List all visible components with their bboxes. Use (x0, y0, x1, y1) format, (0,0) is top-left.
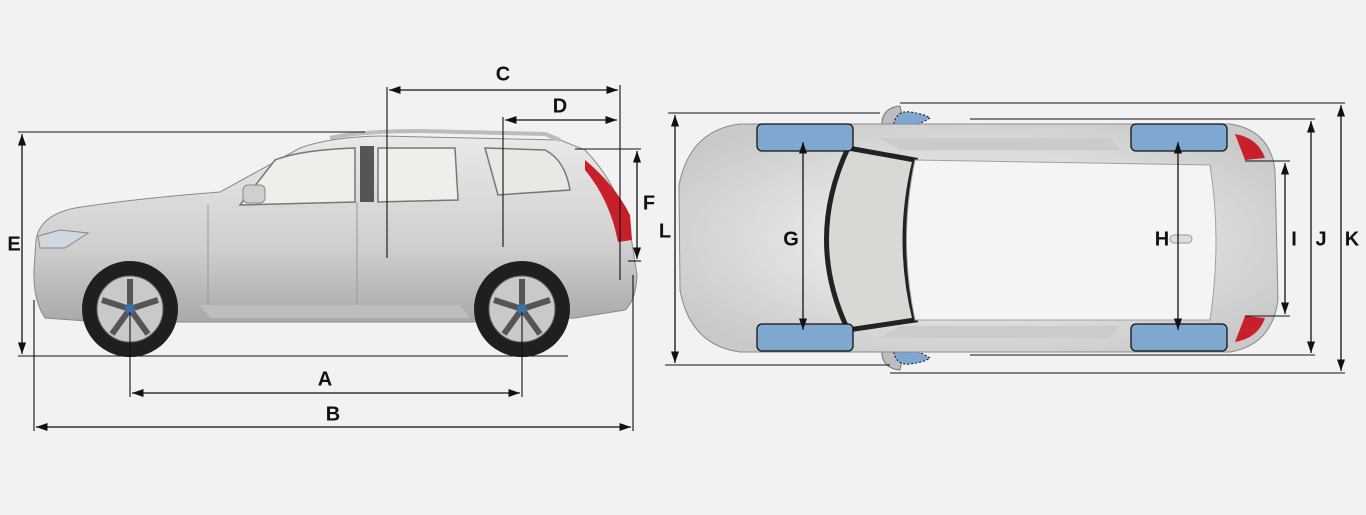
headlight (37, 229, 90, 249)
dimension-label-g: G (783, 228, 799, 250)
dimension-label-l: L (659, 220, 671, 242)
track-marker-front-left (756, 123, 854, 152)
windshield (824, 145, 919, 333)
dimension-label-a: A (318, 368, 332, 390)
b-pillar (360, 146, 374, 202)
dimension-label-i: I (1291, 228, 1297, 250)
track-marker-front-right (756, 323, 854, 352)
dimension-label-f: F (643, 192, 655, 214)
dimension-label-e: E (7, 233, 20, 255)
side-mirror (242, 184, 266, 204)
window-front (238, 147, 356, 206)
track-marker-rear-right (1130, 323, 1228, 352)
top-view-car (678, 105, 1279, 371)
car-body-side (33, 135, 638, 323)
rear-wheel (474, 261, 570, 357)
door-line (207, 202, 358, 312)
top-view-dimensions: L G H I J K (659, 102, 1360, 374)
dimension-label-j: J (1315, 228, 1326, 250)
side-glass-right (880, 326, 1120, 338)
sill (200, 305, 470, 318)
roof-rail (329, 128, 561, 142)
side-view-dimensions: E C D F A B (7, 63, 655, 432)
roof (906, 159, 1217, 321)
tail-light-top-right (1235, 316, 1265, 342)
side-glass-left (880, 138, 1120, 150)
dimension-label-d: D (553, 95, 567, 117)
track-marker-rear-left (1130, 123, 1228, 152)
side-view-car (33, 128, 638, 357)
dimension-label-b: B (326, 403, 340, 425)
dimension-label-h: H (1155, 228, 1169, 250)
window-middle (377, 147, 459, 203)
front-wheel (82, 261, 178, 357)
tail-light-top-left (1235, 134, 1265, 160)
shark-fin-antenna (1169, 234, 1193, 244)
window-rear (484, 147, 571, 196)
dimension-label-c: C (496, 63, 510, 85)
dimension-label-k: K (1345, 228, 1360, 250)
